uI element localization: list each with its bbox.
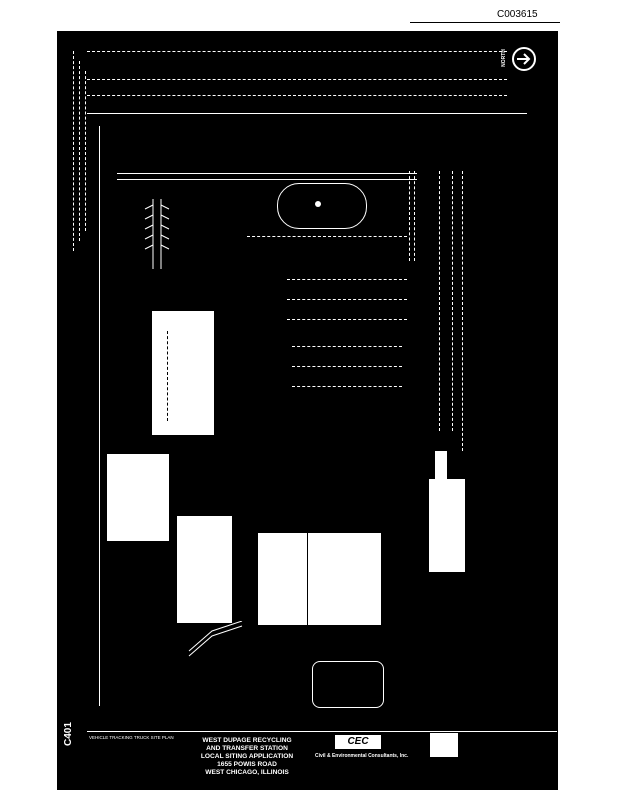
parking-row (452, 171, 453, 431)
bottom-edge (57, 787, 558, 790)
parking-row (292, 346, 402, 347)
parking-row (247, 236, 407, 237)
right-strip (409, 171, 410, 261)
firm-logo: CEC (335, 735, 381, 749)
road-edge (87, 113, 527, 114)
road-line (87, 79, 507, 80)
road-line (87, 95, 507, 96)
oval-structure (277, 183, 367, 229)
document-id: C003615 (497, 9, 538, 20)
parking-row (287, 299, 407, 300)
header-rule (410, 22, 560, 23)
building-north (152, 311, 214, 435)
sheet-number: C401 (63, 722, 74, 746)
north-arrow-icon (512, 47, 536, 71)
building-east (429, 479, 465, 572)
drawing-title: VEHICLE TRACKING TRUCK SITE PLAN (89, 735, 174, 740)
drawing-sheet: NORTH (57, 31, 558, 787)
firm-name: Civil & Environmental Consultants, Inc. (315, 753, 409, 759)
drive-edge (117, 179, 417, 180)
building-north-hatch (167, 331, 208, 421)
title-divider (87, 731, 557, 732)
project-line-2: AND TRANSFER STATION (206, 745, 288, 752)
legend-line (79, 61, 80, 241)
project-line-1: WEST DUPAGE RECYCLING (202, 737, 292, 744)
parking-stalls (144, 199, 170, 269)
truck-path (188, 621, 243, 657)
project-line-5: WEST CHICAGO, ILLINOIS (205, 769, 289, 776)
parking-row (287, 319, 407, 320)
parking-row (292, 366, 402, 367)
project-title: WEST DUPAGE RECYCLING AND TRANSFER STATI… (187, 737, 307, 777)
parking-row (292, 386, 402, 387)
ramp-outline (312, 661, 384, 708)
drive-edge (117, 173, 417, 174)
legend-line (73, 51, 74, 251)
site-boundary (99, 126, 100, 706)
parking-row (439, 171, 440, 431)
building-southwest (177, 516, 232, 623)
building-west (107, 454, 169, 541)
project-line-3: LOCAL SITING APPLICATION (200, 753, 294, 760)
project-line-4: 1655 POWIS ROAD (217, 761, 277, 768)
seal-stamp (430, 733, 458, 757)
building-east-top (435, 451, 447, 479)
north-label: NORTH (500, 49, 507, 67)
road-line (87, 51, 507, 52)
right-strip (414, 171, 415, 261)
transfer-building (258, 533, 381, 625)
parking-row (462, 171, 463, 451)
transfer-building-inner (307, 533, 308, 625)
legend-line (85, 71, 86, 231)
parking-row (287, 279, 407, 280)
oval-inner (315, 201, 321, 207)
